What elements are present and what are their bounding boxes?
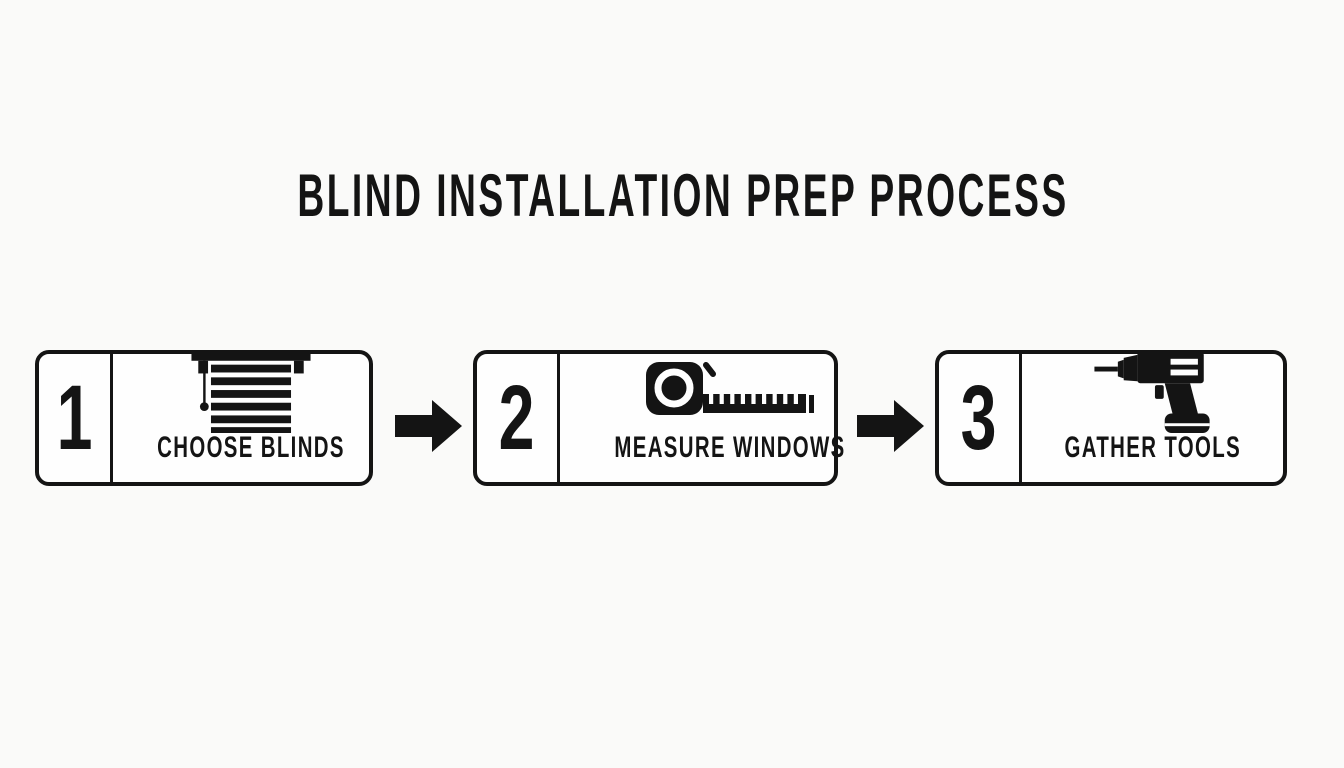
step-content: GATHER TOOLS [1022,351,1283,482]
step-number-cell: 3 [939,354,1022,482]
step-label: GATHER TOOLS [1064,431,1241,464]
measuring-tape-icon [646,362,814,415]
window-blinds-icon [191,352,311,433]
step-box-choose-blinds: 1 [35,350,373,486]
step-number: 2 [499,367,535,469]
step-box-gather-tools: 3 [935,350,1287,486]
step-content: MEASURE WINDOWS [560,354,900,482]
page-title: BLIND INSTALLATION PREP PROCESS [297,162,1069,229]
arrow-right-icon [395,400,462,452]
step-number-cell: 1 [39,354,113,482]
step-number: 1 [56,367,93,469]
step-label: MEASURE WINDOWS [614,431,846,464]
step-box-measure-windows: 2 [473,350,844,486]
step-label: CHOOSE BLINDS [157,431,345,464]
arrow-right-icon [857,400,924,452]
step-number-cell: 2 [477,354,560,482]
step-content: CHOOSE BLINDS [113,352,389,482]
step-number: 3 [961,367,997,469]
power-drill-icon [1093,351,1210,433]
